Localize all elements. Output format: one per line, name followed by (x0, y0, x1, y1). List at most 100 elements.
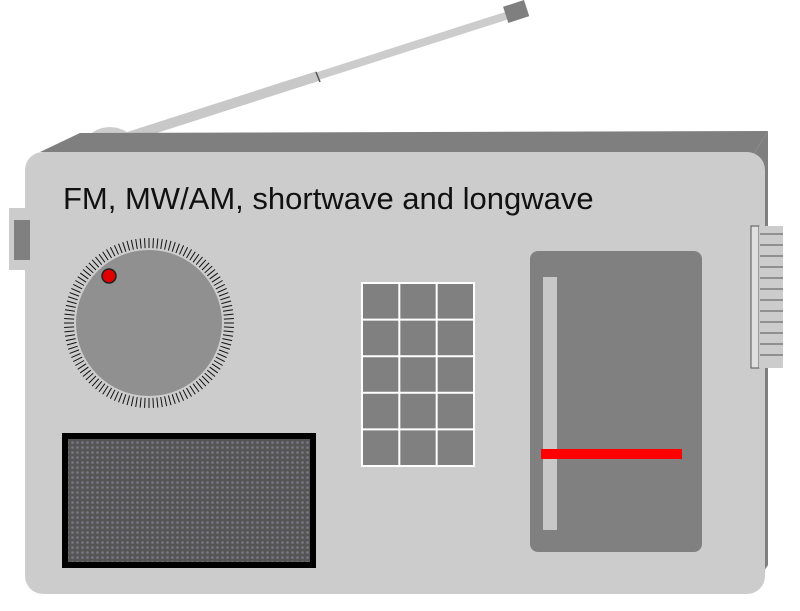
dial-tick (211, 363, 221, 370)
dial-tick (85, 372, 94, 381)
dial-tick (206, 269, 216, 277)
dial-tick (82, 369, 92, 377)
dial-tick (218, 349, 229, 354)
dial-tick (75, 360, 85, 366)
dial-tick (71, 353, 81, 359)
display-panel (530, 251, 702, 552)
dial-tick (213, 360, 223, 366)
dial-tick (204, 265, 213, 274)
dial-tick (75, 280, 85, 286)
dial-tick (77, 276, 87, 283)
dial-tick (82, 269, 92, 277)
side-switch-icon[interactable] (9, 208, 31, 270)
dial-tick (171, 242, 176, 252)
dial-tick (195, 256, 203, 266)
dial-tick (160, 396, 163, 408)
dial-tick (222, 334, 234, 337)
dial-tick (130, 239, 134, 250)
frequency-scale-icon (530, 251, 702, 552)
dial-tick (220, 345, 230, 350)
dial-tick (71, 287, 81, 293)
dial-tick (64, 318, 75, 320)
dial-tick (102, 251, 109, 261)
dial-tick (113, 245, 119, 255)
dial-tick (69, 349, 80, 354)
side-slider-icon[interactable] (750, 225, 783, 369)
dial-tick (156, 238, 159, 249)
dial-tick (215, 283, 225, 290)
dial-tick (79, 366, 89, 374)
dial-tick (126, 395, 131, 406)
dial-tick (69, 292, 80, 297)
keypad-grid-icon[interactable] (361, 282, 475, 467)
dial-tick (88, 262, 97, 271)
dial-tick (222, 309, 234, 312)
dial-tick (209, 272, 219, 280)
dial-tick (222, 338, 233, 342)
dial-tick (218, 292, 229, 297)
dial-tick (223, 313, 234, 316)
dial-tick (68, 296, 78, 301)
dial-tick (198, 378, 207, 387)
dial-tick (98, 383, 106, 393)
dial-tick (64, 313, 75, 316)
dial-tick (152, 238, 154, 249)
dial-tick (175, 243, 180, 254)
dial-tick (221, 300, 232, 305)
dial-tick (109, 389, 116, 399)
dial-tick (73, 356, 83, 363)
dial-tick (217, 287, 227, 293)
dial-tick (211, 276, 221, 283)
dial-tick (186, 387, 192, 397)
dial-tick (79, 272, 89, 280)
dial-tick (77, 363, 87, 370)
dial-tick (122, 394, 127, 404)
dial-tick (106, 249, 112, 259)
dial-tick (220, 296, 230, 301)
dial-tick (130, 396, 134, 407)
dial-tick (91, 378, 100, 387)
dial-tick (164, 239, 168, 250)
dial-tick (201, 262, 210, 271)
dial-tick (201, 375, 210, 384)
dial-tick (179, 391, 185, 401)
dial-tick (223, 326, 234, 328)
dial-tick (222, 304, 233, 308)
dial-tick (85, 265, 94, 274)
dial-tick (73, 283, 83, 290)
dial-tick (160, 238, 163, 250)
dial-tick (182, 247, 189, 257)
dial-tick (65, 304, 76, 308)
dial-tick (64, 326, 75, 328)
dial-tick (64, 334, 76, 337)
dial-tick (95, 380, 103, 390)
dial-tick (66, 300, 77, 305)
dial-tick (65, 338, 76, 342)
dial-tick (144, 397, 146, 408)
telescopic-antenna-icon[interactable] (82, 0, 530, 152)
dial-tick (135, 396, 138, 408)
dial-tick (118, 392, 123, 403)
dial-tick (167, 240, 172, 251)
dial-tick (189, 251, 196, 261)
dial-tick (95, 256, 103, 266)
dial-tick (164, 396, 168, 407)
dial-tick (102, 385, 109, 395)
dial-tick (139, 238, 142, 249)
dial-tick (192, 253, 200, 263)
tuning-needle[interactable] (541, 449, 682, 459)
dial-tick (198, 259, 207, 268)
dial-tick (167, 395, 172, 406)
dial-tick (179, 245, 185, 255)
dial-tick (156, 397, 159, 408)
tuning-knob-icon[interactable] (64, 238, 234, 408)
dial-tick (192, 383, 200, 393)
dial-tick (66, 341, 77, 346)
dial-tick (186, 249, 192, 259)
dial-tick (106, 387, 112, 397)
dial-tick (64, 309, 76, 312)
dial-tick (175, 392, 180, 403)
dial-tick (223, 318, 234, 320)
dial-tick (98, 253, 106, 263)
dial-tick (118, 243, 123, 254)
